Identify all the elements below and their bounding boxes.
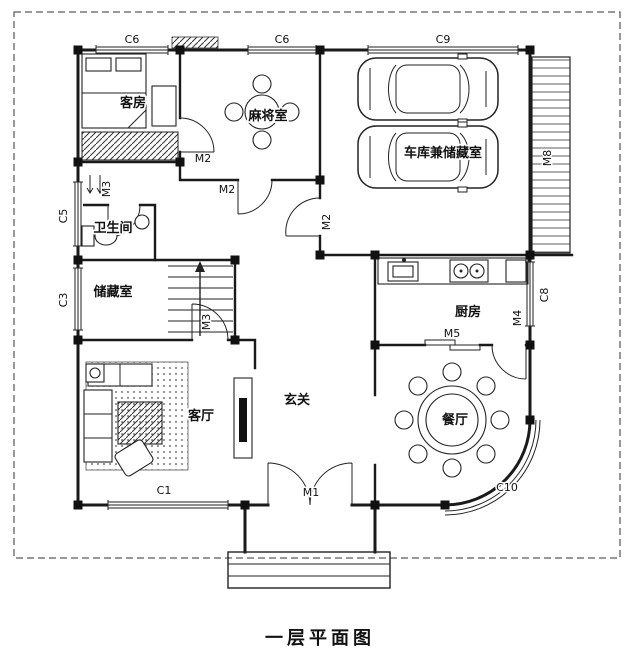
- window-c6-mid: [247, 45, 317, 55]
- curved-window-outer1: [444, 419, 537, 512]
- label-m2-mahjong: M2: [219, 183, 236, 196]
- mahjong-table: [244, 94, 280, 130]
- sink: [387, 261, 419, 282]
- window-c3: [73, 267, 83, 331]
- side-ramp-strip: [531, 56, 571, 254]
- car-icon: [357, 53, 499, 125]
- bathroom-fixtures: [81, 175, 150, 247]
- room-label-storage: 储藏室: [92, 284, 132, 300]
- curved-window-outer2: [444, 419, 541, 516]
- window-c1: [107, 500, 229, 510]
- windows: [73, 45, 535, 510]
- drawing-title: 一层平面图: [265, 628, 375, 649]
- entrance-porch: [227, 503, 391, 589]
- dining-room-furniture: [394, 362, 510, 478]
- site-boundary: [13, 11, 621, 559]
- room-label-guest: 客房: [120, 95, 146, 111]
- doors: [107, 117, 527, 506]
- tv: [239, 398, 247, 442]
- label-m8: M8: [541, 150, 554, 167]
- door-m2-mahjong: [237, 179, 273, 215]
- label-c6-mid: C6: [275, 33, 290, 46]
- label-m3-living: M3: [200, 314, 213, 331]
- door-m5-sliding: [424, 339, 481, 351]
- guest-room-furniture: [81, 53, 179, 161]
- side-table: [85, 363, 105, 383]
- room-label-mahjong: 麻将室: [247, 108, 287, 124]
- window-c5: [73, 181, 83, 247]
- dining-table: [417, 385, 487, 455]
- room-label-living: 客厅: [188, 408, 214, 424]
- toilet-tank: [81, 225, 95, 247]
- label-m2-garage: M2: [320, 214, 333, 231]
- fridge: [505, 259, 527, 283]
- label-m3-bath: M3: [100, 181, 113, 198]
- kitchen-fixtures: [377, 257, 529, 285]
- desk: [151, 85, 177, 127]
- mahjong-room-furniture: [224, 74, 300, 150]
- room-labels: 客房 麻将室 车库兼储藏室 卫生间 储藏室 厨房 客厅 玄关 餐厅: [91, 93, 484, 430]
- label-c6-left: C6: [125, 33, 140, 46]
- interior-walls: [76, 48, 574, 507]
- opening-labels: C6 C6 C9 M8 C5 C3 C8 C1 C10 M1 M2 M2 M2 …: [56, 32, 556, 501]
- living-room-furniture: [83, 361, 253, 477]
- door-m2-garage: [285, 197, 321, 237]
- label-m2-guest: M2: [195, 152, 212, 165]
- staircase: [168, 261, 233, 336]
- coffee-table: [117, 401, 163, 445]
- label-c5: C5: [57, 209, 70, 224]
- hatched-marker: [171, 36, 219, 49]
- label-c1: C1: [157, 484, 172, 497]
- toilet-bowl: [94, 226, 118, 246]
- arrows-marker: [86, 175, 104, 194]
- basin: [134, 214, 150, 230]
- room-label-dining: 餐厅: [441, 412, 468, 428]
- label-c8: C8: [538, 288, 551, 303]
- door-m1-entrance: [267, 462, 353, 506]
- window-c8: [525, 261, 535, 327]
- label-c3: C3: [57, 293, 70, 308]
- garage-cars: [357, 53, 499, 193]
- window-c9: [367, 45, 519, 55]
- armchair: [114, 439, 154, 477]
- window-c6-left: [95, 45, 169, 55]
- room-label-foyer: 玄关: [284, 392, 310, 408]
- label-m5: M5: [444, 327, 461, 340]
- label-m1: M1: [303, 486, 320, 499]
- stairs-arrow: [195, 261, 205, 272]
- door-m2-guest: [179, 117, 215, 153]
- door-m4-kitchen: [491, 344, 527, 380]
- counter: [377, 257, 529, 285]
- label-m4: M4: [511, 310, 524, 327]
- stove: [449, 259, 489, 283]
- sofa-three-seat: [83, 389, 113, 463]
- columns: [73, 45, 535, 510]
- room-label-bathroom: 卫生间: [93, 220, 132, 236]
- label-c9: C9: [436, 33, 451, 46]
- room-label-garage: 车库兼储藏室: [404, 145, 482, 161]
- label-c10: C10: [496, 481, 518, 494]
- room-label-kitchen: 厨房: [455, 304, 481, 320]
- wardrobe: [81, 131, 179, 161]
